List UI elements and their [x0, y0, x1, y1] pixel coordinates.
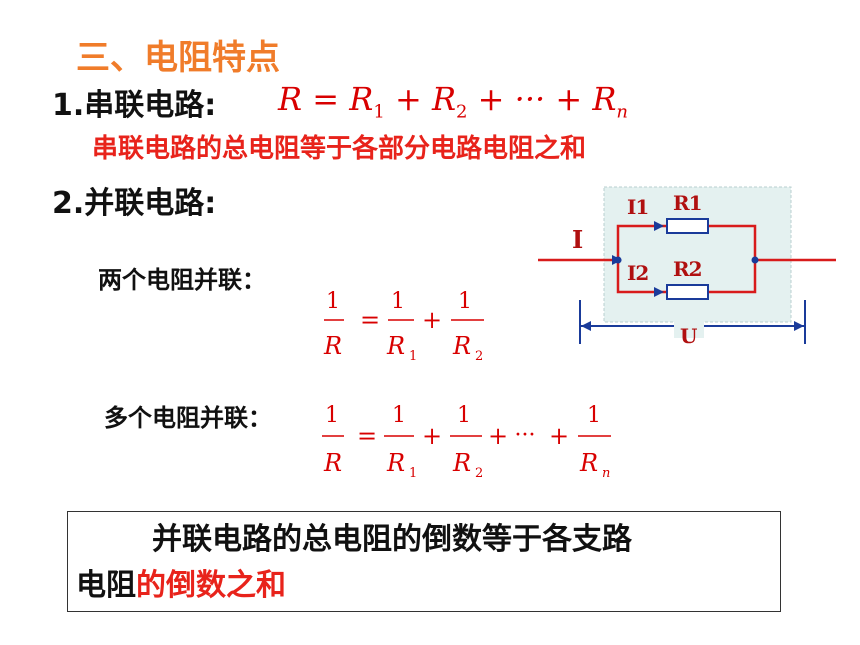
svg-text:=: = [357, 422, 377, 450]
series-circuit-label: 1.串联电路: [52, 88, 217, 123]
parallel-circuit-diagram [538, 186, 836, 344]
svg-text:n: n [602, 466, 610, 481]
resistor-label-r1: R1 [673, 191, 702, 215]
svg-text:+: + [422, 422, 442, 450]
multi-resistor-parallel-label: 多个电阻并联： [104, 404, 272, 432]
svg-text:1: 1 [392, 403, 406, 428]
voltage-label: U [680, 324, 697, 348]
junction-right [751, 256, 759, 264]
svg-text:R: R [386, 332, 405, 360]
svg-text:+: + [549, 422, 569, 450]
svg-text:···: ··· [515, 423, 536, 448]
svg-text:2: 2 [475, 466, 483, 481]
svg-text:2: 2 [475, 349, 483, 364]
svg-text:R: R [386, 449, 405, 477]
svg-text:1: 1 [458, 289, 472, 314]
svg-text:1: 1 [391, 289, 405, 314]
series-resistance-formula: R = R1 + R2 + ··· + Rn [278, 80, 629, 123]
svg-text:1: 1 [457, 403, 471, 428]
parallel-conclusion-line-1: 并联电路的总电阻的倒数等于各支路 [152, 522, 632, 557]
svg-text:R: R [579, 449, 598, 477]
svg-text:+: + [488, 422, 508, 450]
parallel-conclusion-box: 并联电路的总电阻的倒数等于各支路 电阻的倒数之和 [67, 511, 781, 612]
svg-text:1: 1 [409, 466, 417, 481]
parallel-circuit-label: 2.并联电路: [52, 186, 217, 221]
resistor-r2 [666, 284, 709, 300]
current-arrow-branch-2 [654, 287, 664, 297]
svg-text:1: 1 [409, 349, 417, 364]
current-arrow-branch-1 [654, 221, 664, 231]
svg-text:=: = [360, 306, 380, 334]
svg-text:R: R [452, 332, 471, 360]
svg-text:1: 1 [325, 403, 339, 428]
svg-text:1: 1 [326, 289, 340, 314]
current-label-main: I [572, 225, 583, 254]
svg-text:+: + [422, 306, 442, 334]
svg-text:R: R [323, 449, 342, 477]
parallel-conclusion-line-2: 电阻的倒数之和 [76, 564, 286, 608]
svg-text:R: R [452, 449, 471, 477]
series-conclusion: 串联电路的总电阻等于各部分电路电阻之和 [92, 134, 587, 164]
svg-text:1: 1 [587, 403, 601, 428]
conclusion-text-highlight: 的倒数之和 [136, 568, 286, 603]
current-label-i2: I2 [627, 261, 648, 285]
slide-title: 三、电阻特点 [76, 38, 280, 78]
current-label-i1: I1 [627, 195, 648, 219]
resistor-label-r2: R2 [673, 257, 702, 281]
multi-resistor-formula: 1 R = 1 R 1 + 1 R 2 + ··· + 1 R n [322, 403, 611, 481]
junction-left [614, 256, 622, 264]
resistor-r1 [666, 218, 709, 234]
conclusion-text-black: 电阻 [76, 568, 136, 603]
two-resistor-formula: 1 R = 1 R 1 + 1 R 2 [323, 289, 484, 364]
two-resistor-parallel-label: 两个电阻并联： [98, 266, 266, 294]
svg-text:R: R [323, 332, 342, 360]
